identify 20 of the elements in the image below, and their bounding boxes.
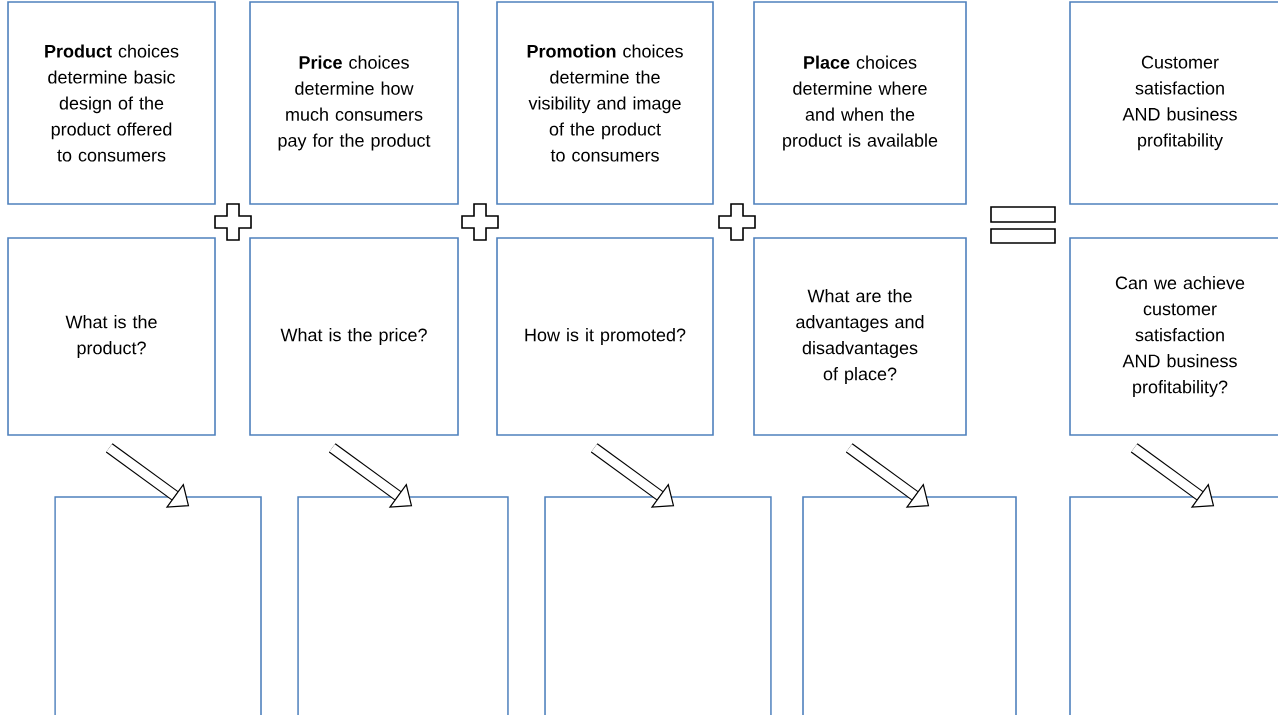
empty-box	[544, 496, 772, 715]
text-box: Price choices determine how much consumers pay for the product	[249, 1, 459, 205]
text-box: What is the product?	[7, 237, 216, 436]
empty-box	[54, 496, 262, 715]
text-box: Product choices determine basic design of the product offered to consumers	[7, 1, 216, 205]
block-arrow	[590, 443, 675, 508]
empty-box	[1069, 496, 1278, 715]
text-box: Place choices determine where and when the product is available	[753, 1, 967, 205]
text-box: What are the advantages and disadvantages of place?	[753, 237, 967, 436]
block-arrow	[105, 443, 190, 508]
empty-box	[802, 496, 1017, 715]
text-box: How is it promoted?	[496, 237, 714, 436]
empty-box	[297, 496, 509, 715]
text-box: Promotion choices determine the visibility and image of the product to consumers	[496, 1, 714, 205]
text-box: Can we achieve customer satisfaction AND business profitability?	[1069, 237, 1278, 436]
block-arrow	[328, 443, 413, 508]
text-box: What is the price?	[249, 237, 459, 436]
text-box: Customer satisfaction AND business profitability	[1069, 1, 1278, 205]
block-arrow	[1130, 443, 1215, 508]
block-arrow	[845, 443, 930, 508]
